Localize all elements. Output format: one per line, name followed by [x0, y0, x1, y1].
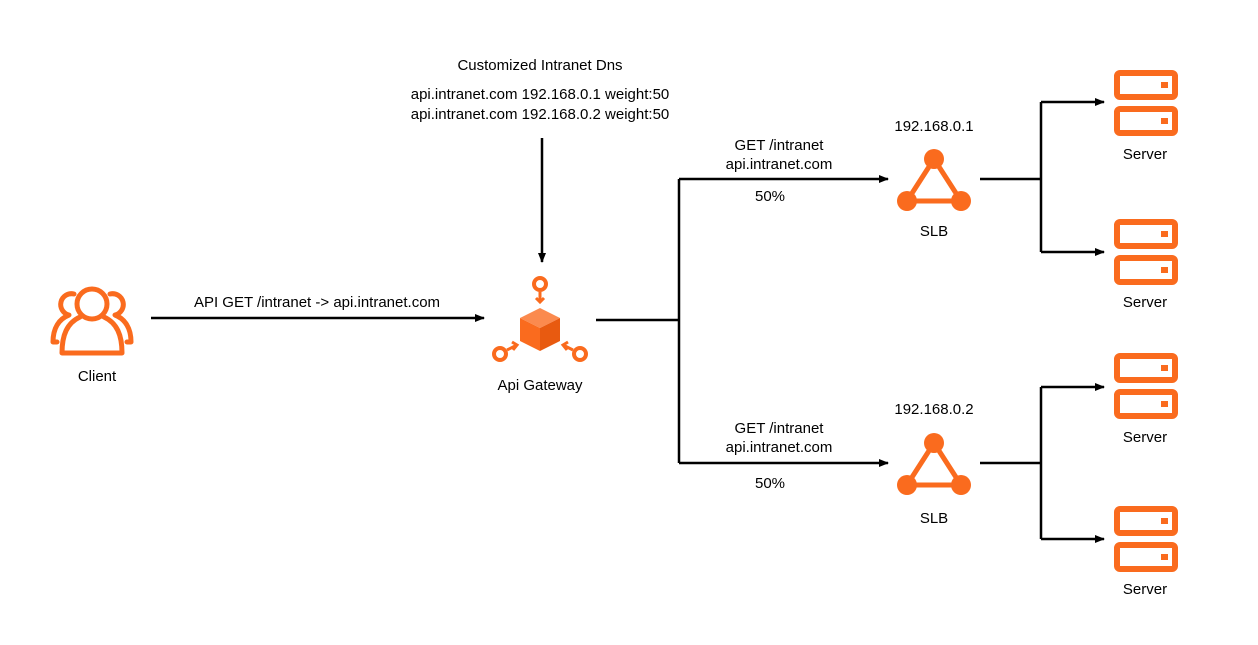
slb-1-label: SLB [919, 223, 949, 240]
route-2-weight: 50% [754, 475, 786, 492]
route-2-request-line-1: GET /intranet [734, 420, 824, 437]
client-label: Client [77, 368, 117, 385]
route-1-request-line-1: GET /intranet [734, 137, 824, 154]
route-2-request-line-2: api.intranet.com [725, 439, 833, 456]
dns-record-2: api.intranet.com 192.168.0.2 weight:50 [410, 106, 670, 123]
server-icon [1114, 353, 1178, 419]
server-2-label: Server [1122, 294, 1168, 311]
server-icon [1114, 70, 1178, 136]
api-gateway-icon [492, 276, 588, 362]
server-3-label: Server [1122, 429, 1168, 446]
route-1-weight: 50% [754, 188, 786, 205]
server-1-label: Server [1122, 146, 1168, 163]
users-icon [50, 286, 134, 356]
slb-2-ip: 192.168.0.2 [894, 401, 974, 418]
client-request-label: API GET /intranet -> api.intranet.com [193, 294, 441, 311]
server-icon [1114, 506, 1178, 572]
server-icon [1114, 219, 1178, 285]
dns-record-1: api.intranet.com 192.168.0.1 weight:50 [410, 86, 670, 103]
slb-1-ip: 192.168.0.1 [894, 118, 974, 135]
dns-title: Customized Intranet Dns [457, 57, 623, 74]
route-1-request-line-2: api.intranet.com [725, 156, 833, 173]
slb-2-label: SLB [919, 510, 949, 527]
load-balancer-icon [897, 433, 971, 495]
server-4-label: Server [1122, 581, 1168, 598]
load-balancer-icon [897, 149, 971, 211]
gateway-label: Api Gateway [497, 377, 583, 394]
